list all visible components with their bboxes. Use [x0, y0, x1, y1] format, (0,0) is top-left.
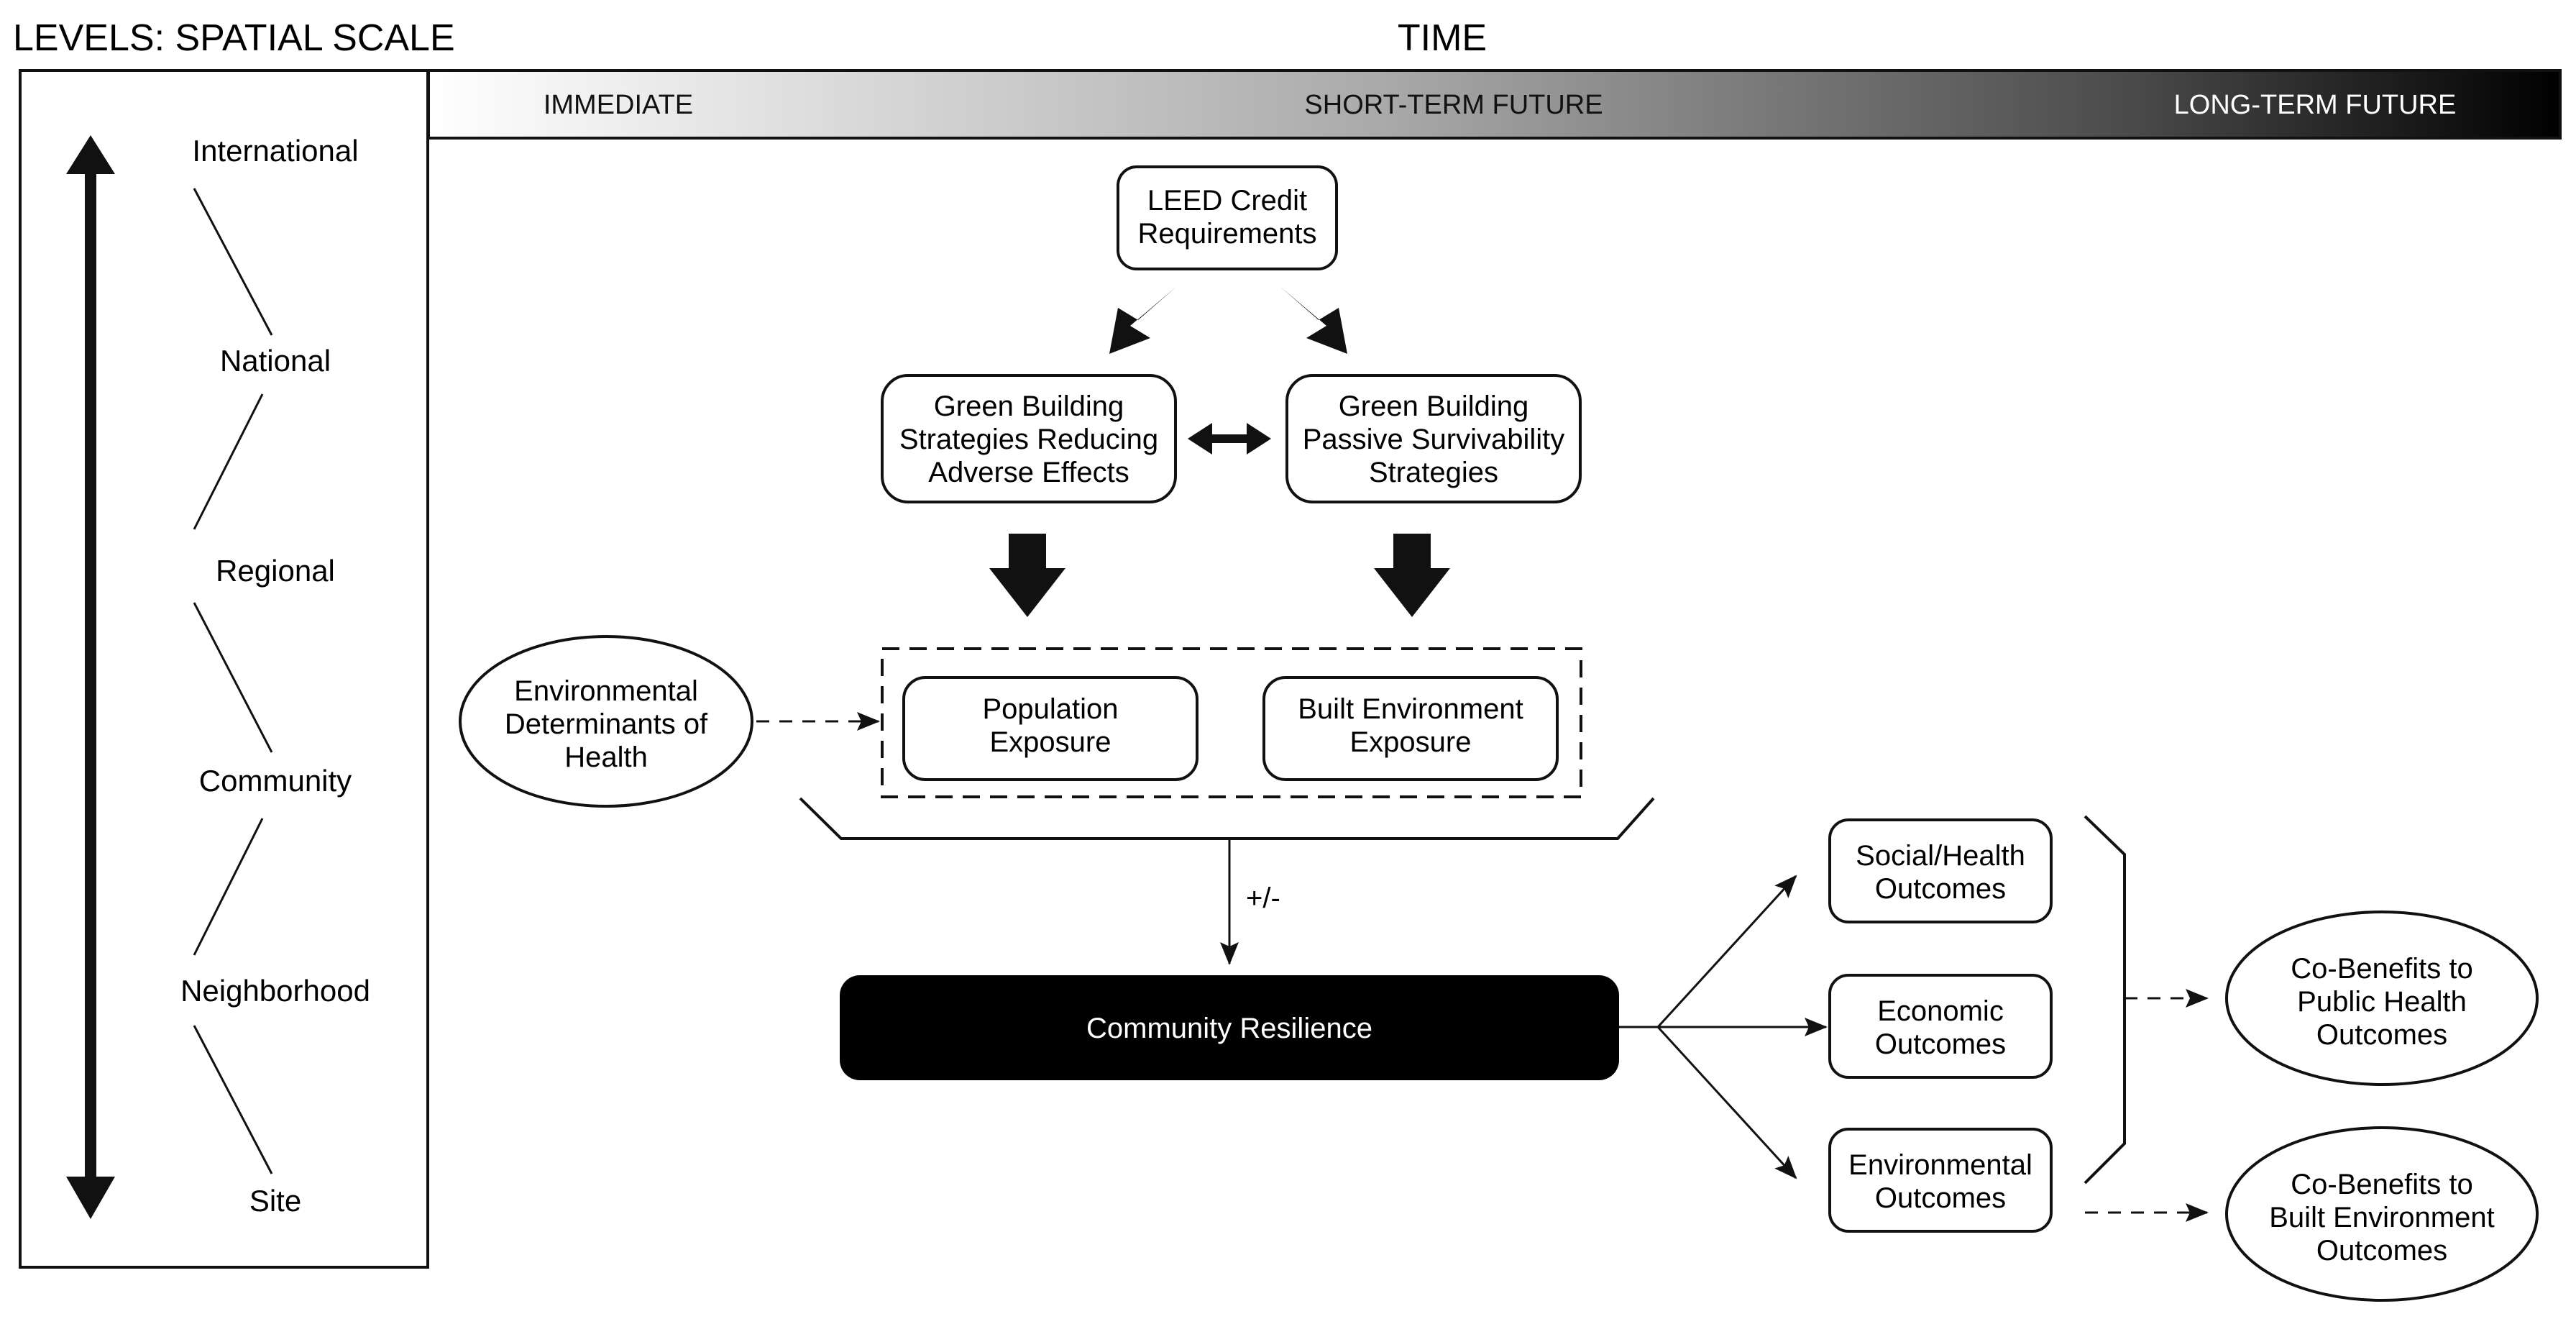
exposure-group-frame — [881, 647, 1582, 798]
svg-text:Economic: Economic — [1877, 995, 2004, 1027]
svg-text:Outcomes: Outcomes — [1875, 1182, 2006, 1214]
outcomes-bracket — [2084, 815, 2126, 1185]
svg-text:Green Building: Green Building — [1339, 391, 1529, 422]
svg-text:Health: Health — [564, 741, 648, 773]
svg-text:Population: Population — [982, 693, 1118, 725]
exposure-bracket — [799, 797, 1655, 840]
arrow-passive-to-exposure — [1374, 534, 1450, 617]
svg-text:Outcomes: Outcomes — [1875, 1028, 2006, 1060]
svg-text:Strategies: Strategies — [1369, 457, 1498, 488]
level-national: National — [220, 344, 331, 378]
level-international: International — [192, 134, 358, 168]
time-label-long-term: LONG-TERM FUTURE — [2174, 90, 2457, 120]
time-label-immediate: IMMEDIATE — [544, 90, 693, 120]
svg-text:Passive Survivability: Passive Survivability — [1303, 424, 1565, 455]
svg-text:Built Environment: Built Environment — [2269, 1202, 2494, 1233]
svg-text:Exposure: Exposure — [1350, 726, 1472, 758]
time-label-short-term: SHORT-TERM FUTURE — [1304, 90, 1603, 120]
node-leed-credit: LEED Credit Requirements — [1117, 165, 1338, 270]
level-regional: Regional — [216, 554, 335, 588]
node-gb-passive-survivability: Green Building Passive Survivability Str… — [1285, 374, 1582, 503]
node-environmental-determinants: Environmental Determinants of Health — [459, 635, 753, 808]
svg-text:LEED Credit: LEED Credit — [1147, 185, 1307, 216]
svg-text:Public Health: Public Health — [2297, 986, 2467, 1018]
node-gb-strategies-reducing: Green Building Strategies Reducing Adver… — [881, 374, 1177, 503]
node-cobenefits-built-environment: Co-Benefits to Built Environment Outcome… — [2225, 1126, 2539, 1302]
svg-text:Built Environment: Built Environment — [1298, 693, 1523, 725]
spatial-scale-arrow — [66, 135, 115, 1219]
level-site: Site — [249, 1184, 301, 1218]
svg-text:Green Building: Green Building — [934, 391, 1124, 422]
arrow-leed-to-reducing — [1109, 286, 1177, 354]
svg-text:Community Resilience: Community Resilience — [1086, 1013, 1372, 1044]
arrow-bidirectional-gb — [1188, 423, 1271, 455]
svg-text:Exposure: Exposure — [990, 726, 1111, 758]
edge-label-plus-minus: +/- — [1246, 882, 1280, 914]
svg-text:Adverse Effects: Adverse Effects — [928, 457, 1129, 488]
svg-text:Environmental: Environmental — [1848, 1149, 2032, 1181]
level-neighborhood: Neighborhood — [180, 974, 370, 1008]
node-social-health-outcomes: Social/Health Outcomes — [1828, 818, 2053, 923]
resilience-fan-arrows — [1619, 875, 1828, 1179]
node-population-exposure: Population Exposure — [902, 676, 1198, 781]
node-environmental-outcomes: Environmental Outcomes — [1828, 1128, 2053, 1233]
svg-text:Determinants of: Determinants of — [505, 708, 708, 740]
svg-text:Outcomes: Outcomes — [1875, 873, 2006, 905]
svg-text:Outcomes: Outcomes — [2316, 1019, 2447, 1051]
svg-text:Social/Health: Social/Health — [1856, 840, 2025, 872]
svg-text:Strategies Reducing: Strategies Reducing — [899, 424, 1158, 455]
time-gradient-bar — [427, 69, 2562, 140]
node-built-environment-exposure: Built Environment Exposure — [1262, 676, 1559, 781]
svg-text:Environmental: Environmental — [514, 675, 698, 707]
level-community: Community — [199, 764, 352, 798]
time-title: TIME — [1398, 17, 1487, 59]
node-community-resilience: Community Resilience — [840, 975, 1619, 1080]
arrow-leed-to-passive — [1280, 286, 1347, 354]
node-cobenefits-public-health: Co-Benefits to Public Health Outcomes — [2225, 910, 2539, 1086]
levels-panel-frame — [19, 69, 429, 1269]
svg-text:Outcomes: Outcomes — [2316, 1235, 2447, 1266]
svg-text:Co-Benefits to: Co-Benefits to — [2291, 1169, 2472, 1200]
levels-panel-title: LEVELS: SPATIAL SCALE — [13, 17, 455, 59]
svg-text:Requirements: Requirements — [1137, 218, 1316, 250]
level-connectors — [193, 188, 273, 1174]
node-economic-outcomes: Economic Outcomes — [1828, 974, 2053, 1079]
svg-text:Co-Benefits to: Co-Benefits to — [2291, 953, 2472, 985]
arrow-reducing-to-exposure — [989, 534, 1065, 617]
